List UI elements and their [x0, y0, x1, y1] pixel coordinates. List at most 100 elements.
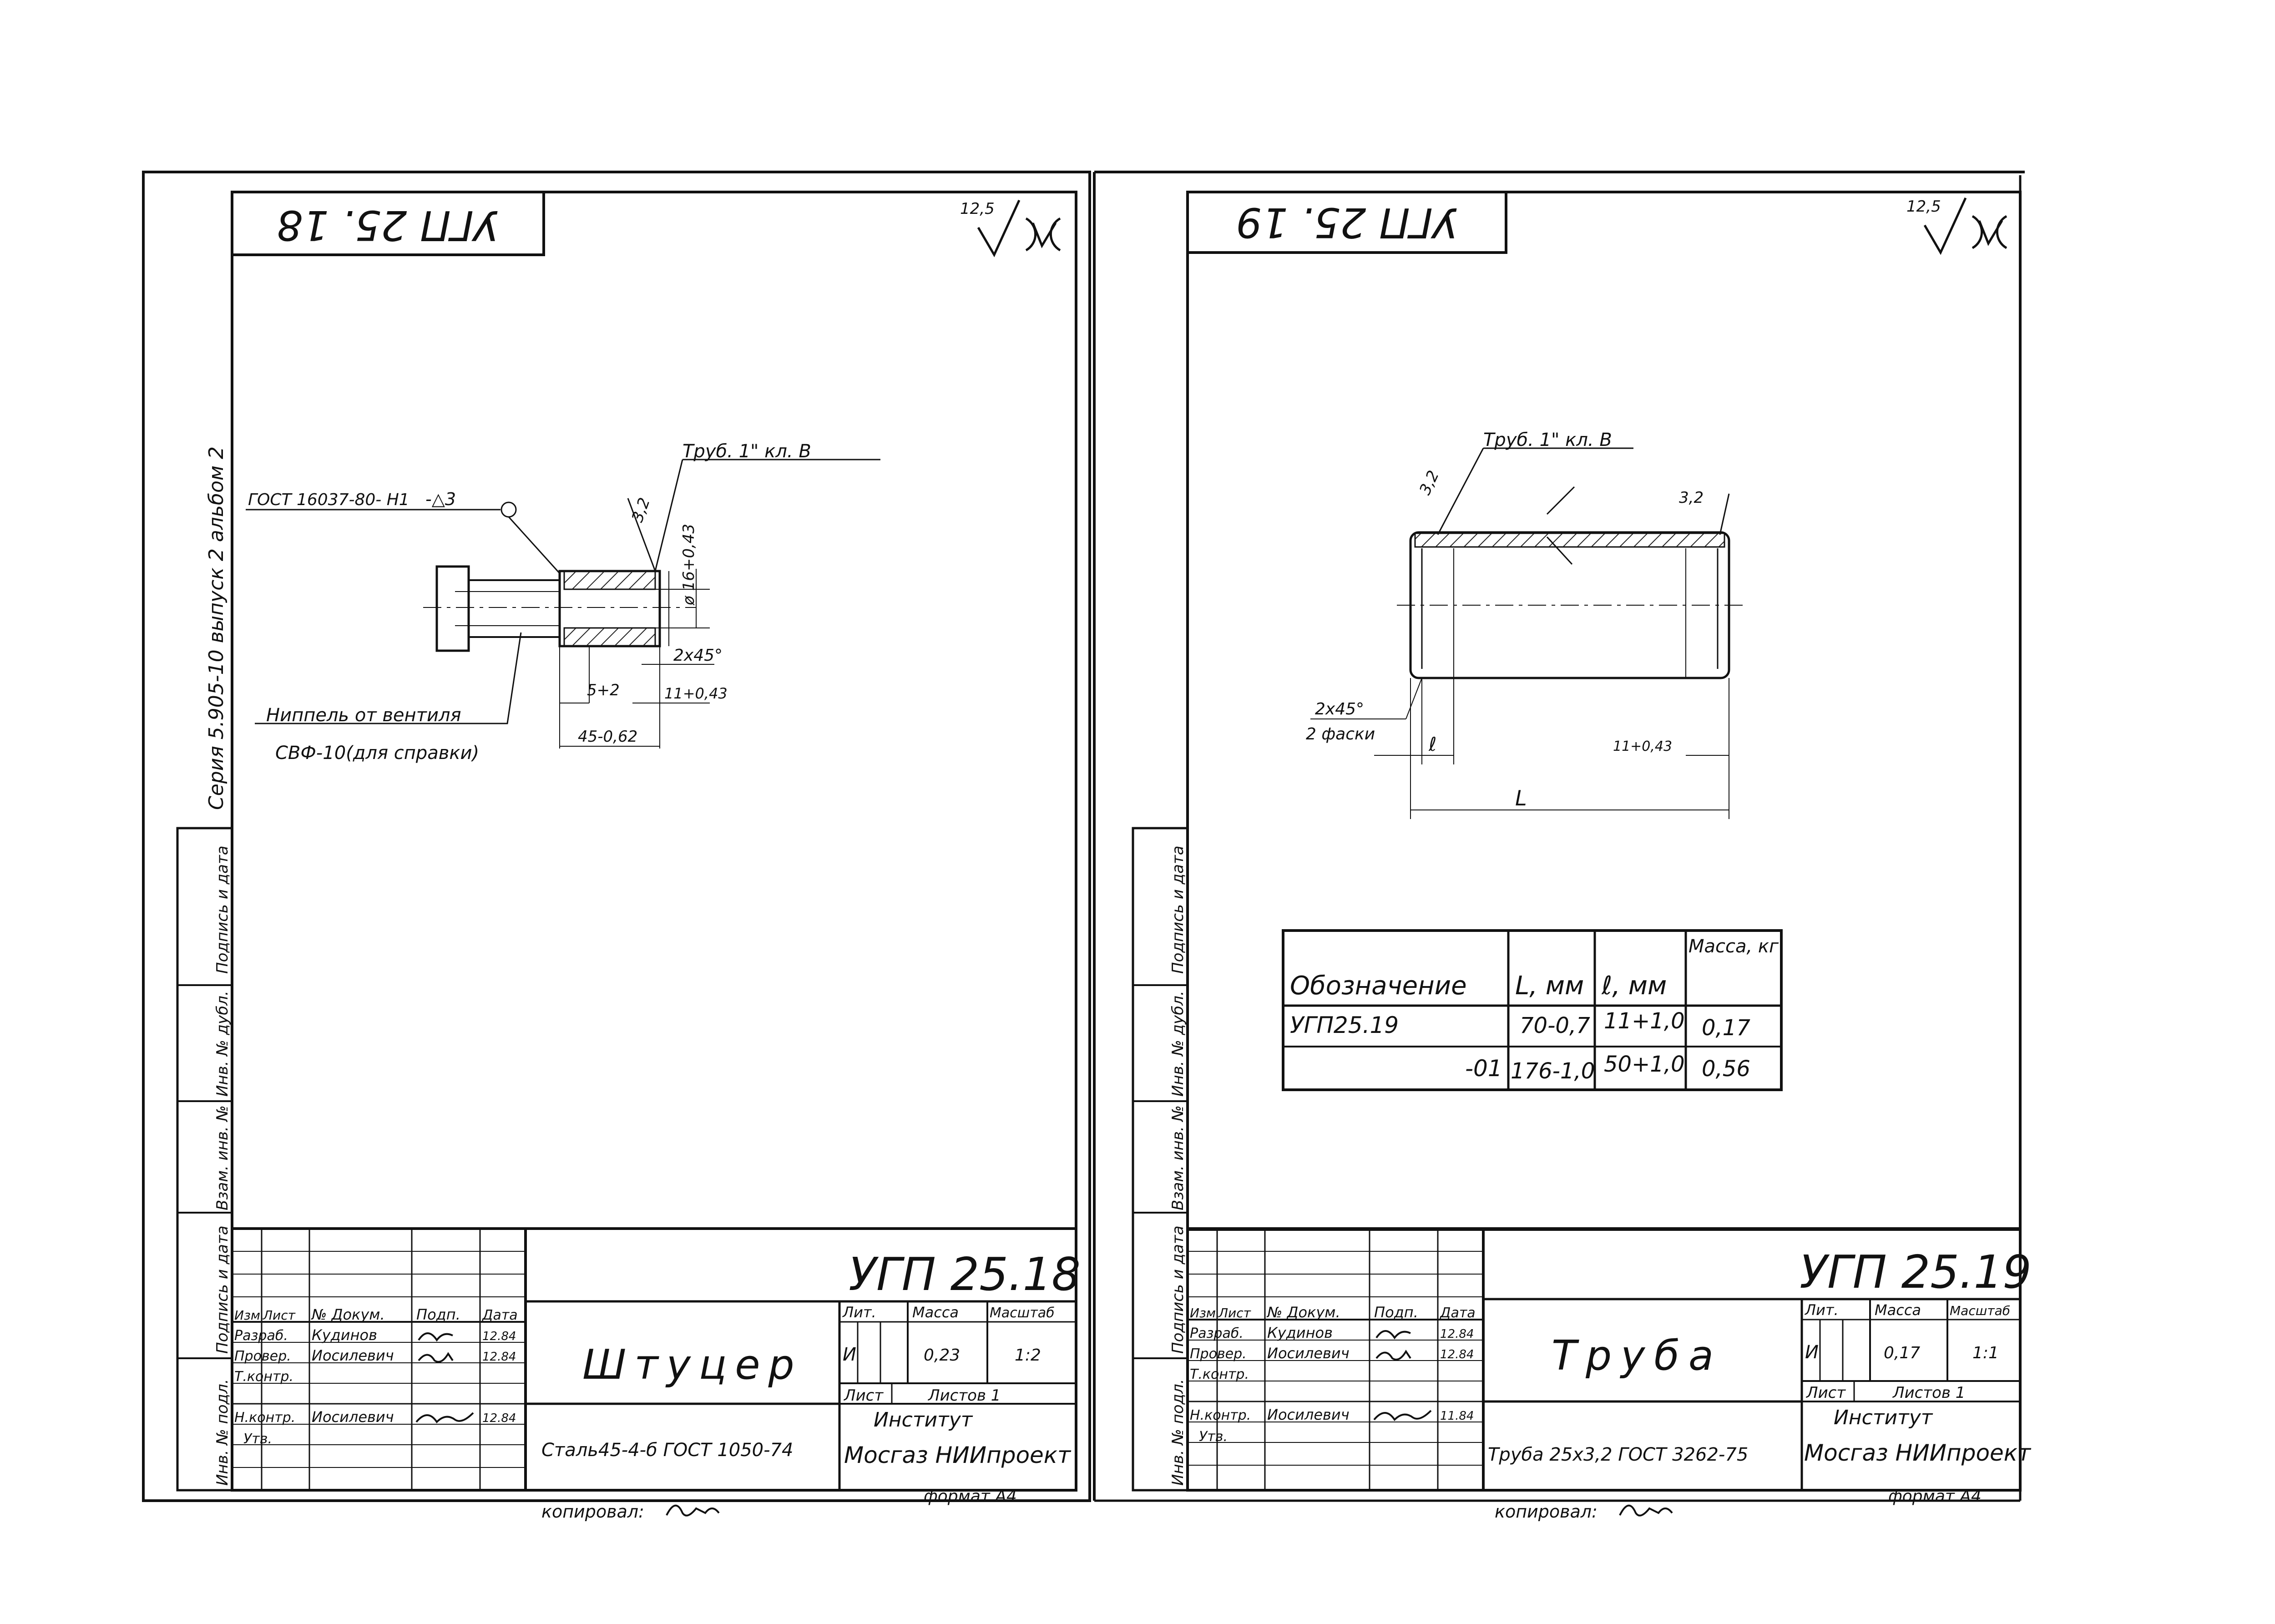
left-org2: Мосгаз НИИпроект — [844, 1442, 1072, 1468]
left-row-3-role: Н.контр. — [234, 1410, 295, 1426]
left-row-0-role: Разраб. — [234, 1328, 288, 1344]
right-row-1-date: 12.84 — [1440, 1348, 1474, 1361]
left-diameter: ø 16+0,43 — [680, 524, 698, 606]
right-row-1-role: Провер. — [1190, 1346, 1247, 1362]
right-row-4-role: Утв. — [1199, 1429, 1228, 1445]
right-table-r0-c2: 11+1,0 — [1604, 1008, 1685, 1034]
left-row-3-name: Иосилевич — [312, 1408, 394, 1426]
right-chamfer: 2x45° — [1315, 700, 1364, 718]
left-dim-45: 45-0,62 — [578, 728, 637, 746]
left-lit: И — [843, 1344, 856, 1365]
right-table-hdr-3: Масса, кг — [1688, 936, 1779, 957]
left-texts: УГП 25. 18 12,5 Серия 5.905-10 выпуск 2 … — [205, 199, 1081, 1522]
left-hdr-3: Подп. — [416, 1306, 460, 1323]
left-signature-3 — [415, 1412, 474, 1424]
left-row-3-date: 12.84 — [482, 1412, 516, 1425]
left-nipple-line1: Ниппель от вентиля — [266, 705, 461, 726]
right-row-3-name: Иосилевич — [1267, 1406, 1350, 1423]
left-row-1-name: Иосилевич — [312, 1347, 394, 1364]
left-copier-signature — [666, 1504, 720, 1517]
right-table-hdr-2: ℓ, мм — [1601, 971, 1667, 1001]
right-row-0-date: 12.84 — [1440, 1327, 1474, 1341]
left-drawing — [142, 171, 1091, 1502]
left-copied: копировал: — [541, 1502, 644, 1522]
left-title-block — [231, 1227, 1077, 1492]
right-scale: 1:1 — [1972, 1344, 1999, 1362]
left-stamp-code: УГП 25. 18 — [277, 201, 499, 249]
right-drawing — [1093, 171, 2025, 1502]
right-rough-right: 3,2 — [1679, 489, 1704, 507]
right-row-2-role: Т.контр. — [1190, 1366, 1249, 1382]
right-table-r0-c1: 70-0,7 — [1520, 1013, 1590, 1038]
right-org1: Институт — [1834, 1406, 1933, 1429]
right-side-col-3: Подпись и дата — [1169, 1225, 1187, 1354]
right-hdr-3: Подп. — [1374, 1304, 1418, 1321]
left-roughness-value: 12,5 — [960, 200, 995, 218]
right-table-r1-c1: 176-1,0 — [1511, 1058, 1595, 1084]
left-side-col-4: Инв. № подл. — [213, 1379, 232, 1486]
left-scale: 1:2 — [1015, 1346, 1041, 1365]
right-spec-table — [1282, 929, 1783, 1091]
right-format: формат А4 — [1888, 1487, 1982, 1506]
right-dim-l: ℓ — [1428, 733, 1436, 755]
right-copier-signature — [1619, 1504, 1673, 1517]
right-hdr-0: Изм. — [1190, 1305, 1220, 1320]
right-mass-label: Масса — [1875, 1301, 1921, 1319]
left-row-0-date: 12.84 — [482, 1330, 516, 1343]
left-material: Сталь45-4-б ГОСТ 1050-74 — [541, 1440, 793, 1461]
right-rough-left: 3,2 — [1416, 468, 1443, 498]
left-row-0-name: Кудинов — [312, 1326, 377, 1344]
right-hdr-4: Дата — [1439, 1305, 1476, 1321]
right-table-r1-c2: 50+1,0 — [1604, 1052, 1685, 1077]
right-sheet-label: Лист — [1805, 1384, 1846, 1402]
right-signature-3 — [1373, 1410, 1432, 1422]
left-hdr-0: Изм. — [234, 1308, 264, 1323]
left-gost-thread: ГОСТ 16037-80- Н1 — [248, 491, 410, 509]
left-part-name: Штуцер — [582, 1341, 803, 1389]
right-lit-label: Лит. — [1805, 1301, 1839, 1319]
right-signature-1 — [1375, 1330, 1411, 1340]
right-title-block — [1186, 1227, 2022, 1492]
right-side-col-4: Инв. № подл. — [1169, 1379, 1187, 1486]
left-side-col-0: Подпись и дата — [213, 845, 232, 974]
right-chamfer2: 2 фаски — [1306, 725, 1375, 744]
right-copied: копировал: — [1495, 1502, 1598, 1522]
left-org1: Институт — [874, 1408, 973, 1432]
right-row-3-role: Н.контр. — [1190, 1407, 1251, 1423]
left-sheets-label: Листов 1 — [927, 1386, 1001, 1405]
right-roughness-symbol — [1923, 197, 2007, 255]
right-hdr-2: № Докум. — [1266, 1304, 1340, 1321]
right-dim-L: L — [1515, 786, 1527, 810]
right-row-0-name: Кудинов — [1267, 1324, 1333, 1341]
right-row-1-name: Иосилевич — [1267, 1345, 1350, 1362]
right-pipe-thread: Труб. 1" кл. В — [1483, 430, 1612, 450]
left-row-2-role: Т.контр. — [234, 1369, 293, 1385]
right-hdr-1: Лист — [1218, 1305, 1251, 1320]
left-side-columns — [176, 827, 233, 1492]
right-code: УГП 25.19 — [1800, 1245, 2032, 1299]
right-row-0-role: Разраб. — [1190, 1326, 1244, 1341]
left-chamfer: 2x45° — [673, 646, 723, 665]
left-weld-symbol: -△3 — [425, 489, 456, 509]
right-material: Труба 25х3,2 ГОСТ 3262-75 — [1488, 1444, 1748, 1465]
right-side-columns — [1132, 827, 1189, 1492]
right-side-col-2: Взам. инв. № — [1169, 1105, 1187, 1210]
right-part-pipe — [1310, 447, 1747, 819]
right-mass: 0,17 — [1884, 1344, 1920, 1362]
right-table-hdr-0: Обозначение — [1290, 971, 1467, 1001]
left-row-1-role: Провер. — [234, 1348, 291, 1364]
right-lit: И — [1805, 1342, 1819, 1363]
left-lit-label: Лит. — [842, 1304, 876, 1321]
right-stamp-code: УГП 25. 19 — [1236, 198, 1458, 246]
left-signature-2 — [418, 1352, 454, 1363]
right-row-3-date: 11.84 — [1440, 1409, 1474, 1423]
left-hdr-2: № Докум. — [311, 1306, 385, 1323]
left-scale-label: Масштаб — [990, 1305, 1055, 1321]
right-org2: Мосгаз НИИпроект — [1804, 1440, 2032, 1466]
left-mass-label: Масса — [912, 1304, 959, 1321]
left-stamp-box — [231, 192, 545, 256]
left-format: формат А4 — [924, 1487, 1017, 1506]
right-dim-11: 11+0,43 — [1613, 739, 1672, 754]
left-roughness-symbol — [977, 199, 1061, 258]
